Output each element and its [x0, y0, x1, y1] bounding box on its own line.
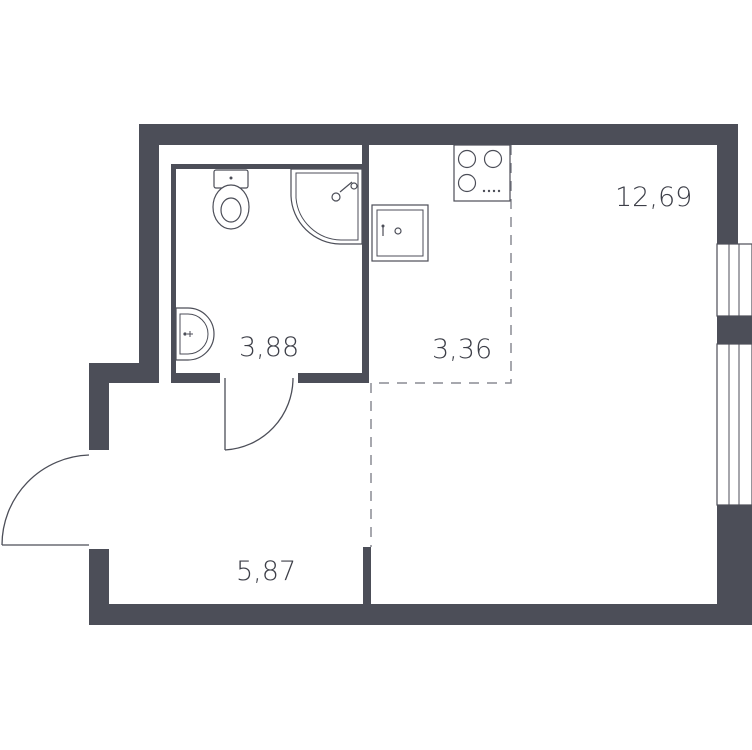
interior-walls	[171, 145, 371, 607]
bath-wall-left	[171, 164, 176, 378]
bathroom-door[interactable]	[224, 377, 294, 451]
wall-right-upper	[717, 124, 738, 244]
windows	[716, 243, 752, 506]
wall-left-lower	[89, 549, 109, 625]
kitchen-area: 3,36	[432, 334, 492, 365]
wall-left-bath	[139, 124, 159, 364]
bath-wall-top	[171, 164, 367, 169]
kitchen-sink-icon	[371, 204, 429, 262]
window-upper	[716, 243, 752, 317]
hallway-area: 5,87	[236, 556, 296, 587]
shower-icon	[290, 168, 363, 245]
stove-icon	[453, 144, 511, 202]
window-lower	[716, 343, 752, 506]
wall-left-upper	[89, 363, 109, 450]
zone-boundaries	[370, 145, 512, 547]
bath-kitchen-partition	[362, 145, 369, 377]
entrance-door[interactable]	[1, 454, 90, 546]
bath-wall-bottom-left	[171, 373, 220, 383]
hall-living-partition	[363, 547, 371, 607]
bath-wall-bottom-right	[298, 373, 369, 383]
bathroom-area: 3,88	[239, 332, 299, 363]
area-labels: 12,69 3,36 3,88 5,87	[236, 182, 692, 587]
toilet-icon	[212, 169, 250, 230]
exterior-walls	[89, 124, 752, 625]
washbasin-icon	[175, 307, 215, 361]
wall-top	[139, 124, 738, 145]
kitchen-zone-boundary	[371, 145, 512, 384]
fixtures	[175, 144, 511, 361]
wall-bottom	[89, 604, 752, 625]
wall-right-pier	[717, 316, 752, 344]
living-room-area: 12,69	[615, 182, 692, 213]
doors	[1, 377, 294, 546]
